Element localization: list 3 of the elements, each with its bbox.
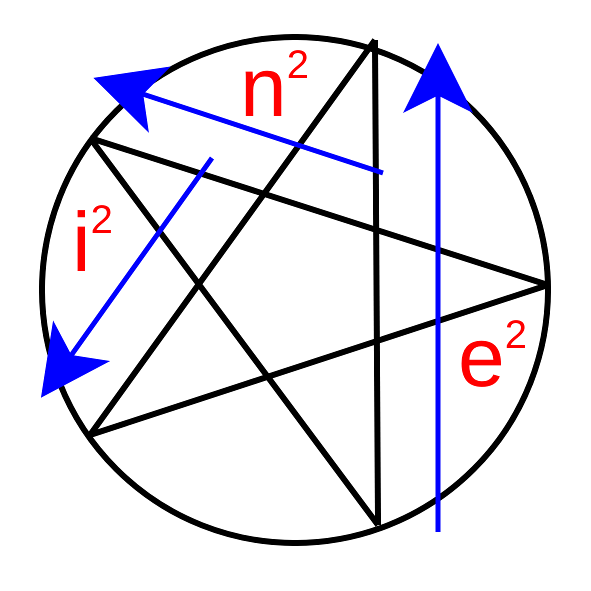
arrow-label: n$^{2}$	[240, 45, 309, 129]
arrow-label: i$^{2}$	[72, 200, 113, 284]
arrow-label: e$^{2}$	[458, 315, 527, 399]
